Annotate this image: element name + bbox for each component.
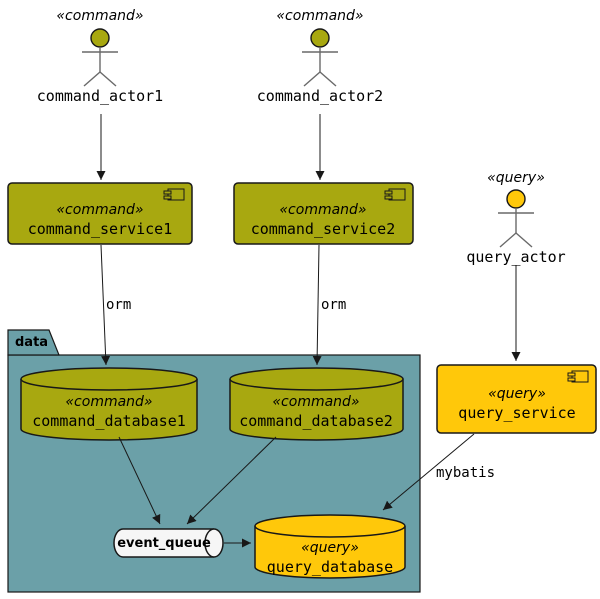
query-actor-name: query_actor [466, 248, 566, 266]
command-database1-name: command_database1 [32, 412, 186, 430]
actor2-stereotype: «command» [276, 8, 364, 24]
component-box-command-service2 [233, 182, 414, 245]
query-service-name: query_service [458, 404, 576, 422]
component-icon [384, 188, 406, 201]
package-label: data [15, 335, 49, 350]
event-queue-name: event_queue [117, 536, 211, 551]
actor1-name: command_actor1 [36, 87, 164, 105]
edge-label-orm1: orm [106, 297, 132, 313]
database-cylinder-command-database2 [229, 367, 404, 441]
query-database-stereotype: «query» [301, 540, 359, 556]
actor2-name: command_actor2 [256, 87, 384, 105]
actor1-stereotype: «command» [56, 8, 144, 24]
arrow-database1-to-event-queue [118, 436, 161, 525]
command-service1-stereotype: «command» [56, 202, 144, 218]
component-icon [567, 370, 589, 383]
command-service1-name: command_service1 [27, 220, 173, 238]
actor-figure-query-actor [498, 189, 534, 248]
query-service-stereotype: «query» [488, 386, 546, 402]
command-database2-name: command_database2 [239, 412, 393, 430]
component-icon [163, 188, 185, 201]
component-box-command-service1 [7, 182, 193, 245]
arrow-service2-to-database2 [312, 244, 322, 366]
database-cylinder-query-database [254, 514, 406, 579]
query-actor-stereotype: «query» [487, 170, 545, 186]
actor-figure-command-actor1 [82, 28, 118, 87]
command-service2-name: command_service2 [250, 220, 396, 238]
database-cylinder-command-database1 [20, 367, 198, 441]
arrow-database2-to-event-queue [186, 436, 277, 525]
command-service2-stereotype: «command» [279, 202, 367, 218]
command-database2-stereotype: «command» [272, 394, 360, 410]
arrow-service1-to-database1 [100, 244, 111, 366]
command-database1-stereotype: «command» [65, 394, 153, 410]
queue-shape-event-queue [113, 528, 224, 558]
edge-label-orm2: orm [321, 297, 347, 313]
edge-label-mybatis: mybatis [436, 465, 496, 481]
arrow-query-service-to-query-database [382, 433, 475, 511]
component-box-query-service [436, 364, 597, 434]
query-database-name: query_database [266, 558, 394, 576]
actor-figure-command-actor2 [302, 28, 338, 87]
